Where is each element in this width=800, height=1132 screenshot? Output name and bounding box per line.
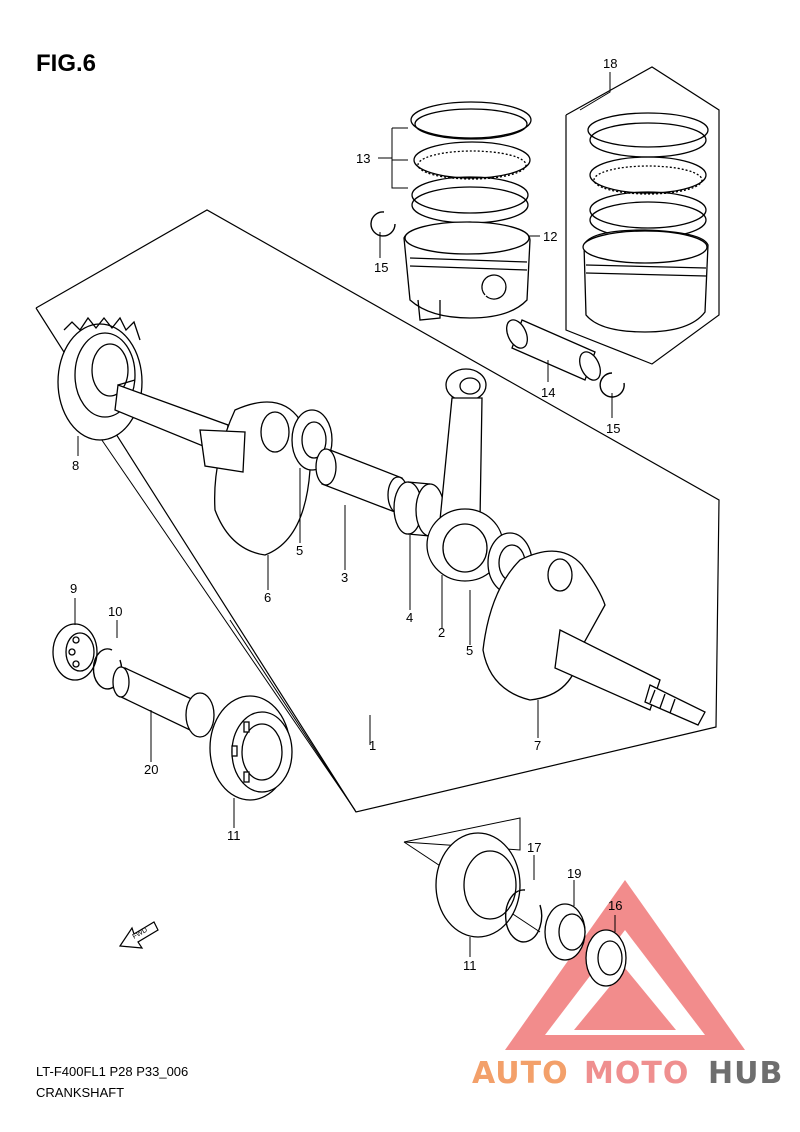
model-code-caption: LT-F400FL1 P28 P33_006 bbox=[36, 1064, 189, 1079]
callout-16: 16 bbox=[608, 898, 622, 913]
callout-4: 4 bbox=[406, 610, 413, 625]
callout-10: 10 bbox=[108, 604, 122, 619]
callout-5-left: 5 bbox=[296, 543, 303, 558]
piston-set-kit bbox=[582, 112, 709, 333]
balancer-shaft bbox=[112, 666, 215, 738]
callout-8: 8 bbox=[72, 458, 79, 473]
leader-lines bbox=[74, 72, 616, 957]
piston bbox=[403, 221, 531, 321]
callout-2: 2 bbox=[438, 625, 445, 640]
svg-text:HUB: HUB bbox=[708, 1056, 783, 1091]
assembly-name-caption: CRANKSHAFT bbox=[36, 1085, 125, 1100]
crank-gear bbox=[57, 316, 143, 441]
callout-14: 14 bbox=[541, 385, 555, 400]
crankshaft-assembly-outline bbox=[35, 209, 720, 813]
automotohub-watermark: AUTO MOTO HUB bbox=[472, 1056, 783, 1091]
svg-text:AUTO: AUTO bbox=[472, 1056, 569, 1091]
piston-set-outline bbox=[565, 66, 720, 365]
callout-11-lower: 11 bbox=[463, 958, 477, 973]
callout-9: 9 bbox=[70, 581, 77, 596]
oil-pump-bearing bbox=[544, 903, 586, 961]
crankshaft-right-half bbox=[482, 550, 706, 726]
callout-6: 6 bbox=[264, 590, 271, 605]
callout-19: 19 bbox=[567, 866, 581, 881]
callout-20: 20 bbox=[144, 762, 158, 777]
piston-pin-clip-lower bbox=[599, 372, 625, 398]
main-bearing-left bbox=[209, 695, 293, 801]
piston-rings bbox=[410, 101, 532, 224]
callout-18: 18 bbox=[603, 56, 617, 71]
crankshaft-left-half bbox=[114, 379, 311, 556]
forward-direction-arrow: FWD bbox=[118, 921, 159, 949]
piston-pin bbox=[506, 319, 601, 381]
callout-17: 17 bbox=[527, 840, 541, 855]
callout-5-right: 5 bbox=[466, 643, 473, 658]
connecting-rod bbox=[426, 368, 504, 582]
callout-13: 13 bbox=[356, 151, 370, 166]
bearing-circlip bbox=[504, 889, 543, 943]
oil-seal bbox=[585, 929, 627, 987]
callout-15-upper: 15 bbox=[374, 260, 388, 275]
piston-pin-clip-upper bbox=[370, 211, 396, 237]
callout-7: 7 bbox=[534, 738, 541, 753]
figure-title: FIG.6 bbox=[36, 50, 97, 77]
callout-numbers: 1 2 3 4 5 5 6 7 8 9 10 11 11 12 13 14 15… bbox=[70, 56, 622, 973]
main-bearing-right bbox=[435, 832, 521, 938]
callout-15-lower: 15 bbox=[606, 421, 620, 436]
callout-12: 12 bbox=[543, 229, 557, 244]
callout-11-upper: 11 bbox=[227, 828, 241, 843]
small-bearing bbox=[52, 623, 98, 681]
callout-1: 1 bbox=[369, 738, 376, 753]
callout-3: 3 bbox=[341, 570, 348, 585]
svg-text:MOTO: MOTO bbox=[584, 1056, 689, 1091]
